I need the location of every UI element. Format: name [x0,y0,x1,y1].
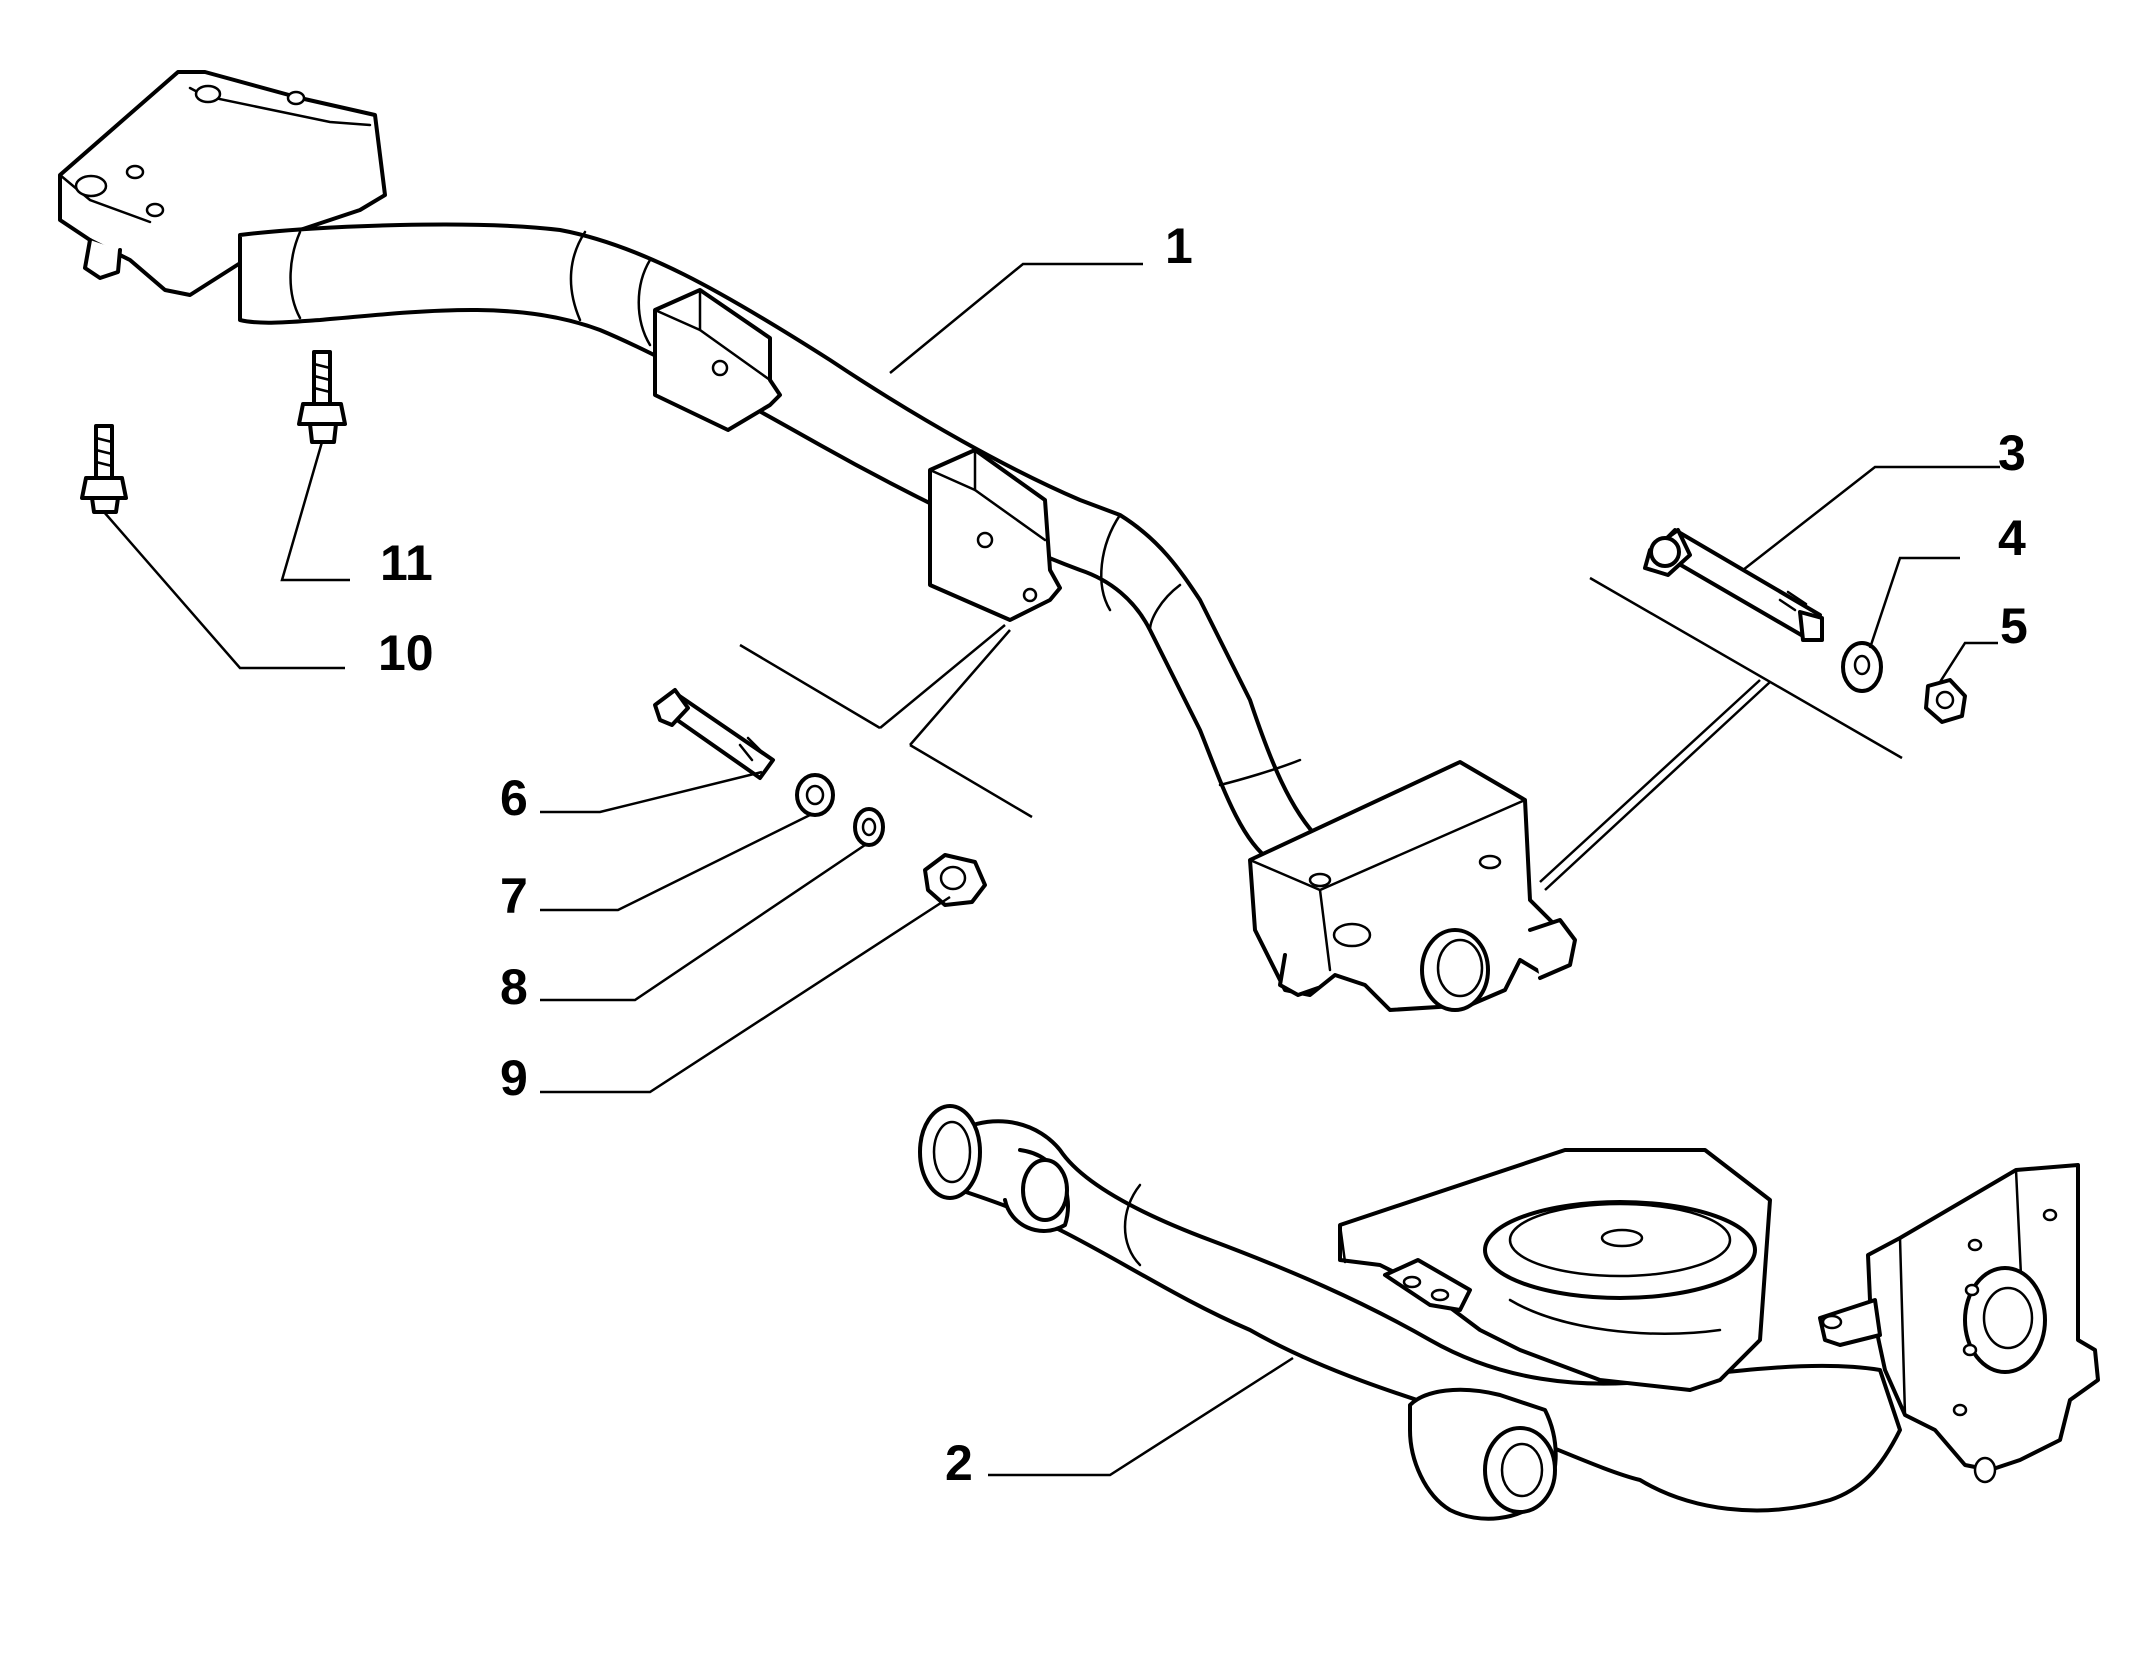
callout-label-1: 1 [1165,218,1193,274]
leader-5 [1938,641,1998,683]
callout-label-6: 6 [500,770,528,826]
leader-7 [540,812,813,912]
callout-label-11: 11 [380,535,433,591]
leader-6 [540,770,763,814]
callout-labels: 1 2 3 4 5 6 7 8 9 10 11 [378,218,2028,1491]
part-3-bolt [1643,528,1824,642]
leader-4 [1868,556,1960,649]
assembly-guide-lines [739,576,1903,891]
part-8-washer [853,807,885,847]
part-5-nut [1924,678,1967,724]
callout-label-5: 5 [2000,598,2028,654]
part-4-washer [1841,641,1883,693]
callout-label-8: 8 [500,959,528,1015]
leader-8 [540,843,866,1002]
callout-label-7: 7 [500,868,528,924]
part-2-tube [919,1119,1902,1513]
callout-label-9: 9 [500,1050,528,1106]
part-1-crossmember [58,70,1577,1012]
part-6-bolt [653,688,775,780]
leader-9 [540,895,951,1094]
part-1-tube [238,222,1322,862]
callout-label-4: 4 [1998,510,2026,566]
leader-11 [280,441,350,582]
part-1-bracket-a [653,288,782,432]
callout-label-2: 2 [945,1435,973,1491]
callout-label-3: 3 [1998,425,2026,481]
callout-label-10: 10 [378,625,434,681]
leader-10 [103,511,345,670]
part-1-bracket-b [928,448,1062,622]
callout-leaders [103,262,2000,1477]
part-2-rear-beam [918,1104,2100,1521]
leader-2 [988,1356,1294,1477]
part-11-stud [297,350,347,444]
part-7-washer [795,773,835,817]
leader-1 [889,262,1143,374]
part-9-nut [923,853,987,907]
part-10-stud [80,424,128,514]
leader-3 [1742,465,2000,571]
